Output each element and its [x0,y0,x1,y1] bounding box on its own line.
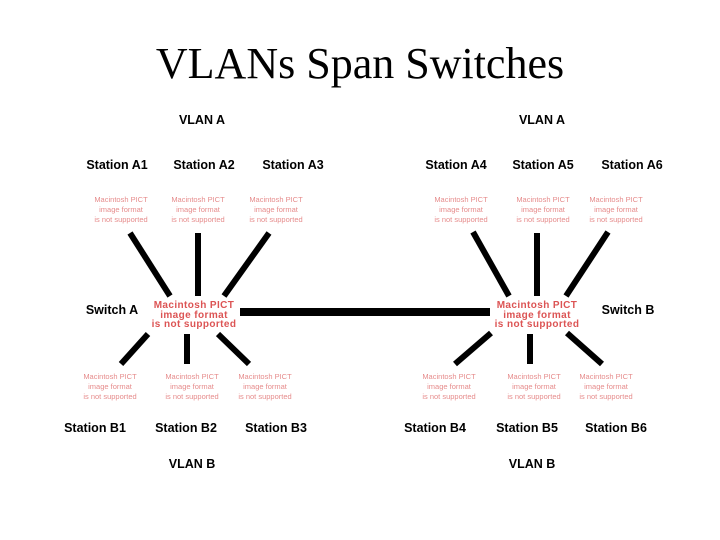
station-b2-label: Station B2 [155,421,217,435]
station-a6-label: Station A6 [601,158,663,172]
pict-placeholder-switch-b: Macintosh PICT image format is not suppo… [494,300,580,330]
station-b6-label: Station B6 [585,421,647,435]
vlan-a-label-left: VLAN A [178,113,226,127]
pict-placeholder-station-b5: Macintosh PICT image format is not suppo… [507,372,561,401]
station-b1-label: Station B1 [64,421,126,435]
pict-placeholder-station-b6: Macintosh PICT image format is not suppo… [579,372,633,401]
station-a2-label: Station A2 [173,158,235,172]
station-b4-label: Station B4 [404,421,466,435]
trunk-link-switch-a-switch-b [240,308,490,316]
pict-placeholder-station-a5: Macintosh PICT image format is not suppo… [516,195,570,224]
link-switch-a-station-b3 [215,331,252,367]
pict-placeholder-station-a2: Macintosh PICT image format is not suppo… [171,195,225,224]
station-b3-label: Station B3 [245,421,307,435]
pict-placeholder-station-b4: Macintosh PICT image format is not suppo… [422,372,476,401]
pict-placeholder-station-b1: Macintosh PICT image format is not suppo… [83,372,137,401]
pict-placeholder-station-b3: Macintosh PICT image format is not suppo… [238,372,292,401]
pict-placeholder-station-a1: Macintosh PICT image format is not suppo… [94,195,148,224]
pict-placeholder-station-a4: Macintosh PICT image format is not suppo… [434,195,488,224]
link-station-a6-switch-b [563,230,611,298]
vlan-b-label-left: VLAN B [168,457,216,471]
vlan-b-label-right: VLAN B [508,457,556,471]
link-switch-a-station-b1 [118,331,151,367]
station-a5-label: Station A5 [512,158,574,172]
station-a1-label: Station A1 [86,158,148,172]
link-switch-b-station-b6 [565,330,604,367]
pict-placeholder-station-a6: Macintosh PICT image format is not suppo… [589,195,643,224]
pict-placeholder-switch-a: Macintosh PICT image format is not suppo… [151,300,237,330]
station-a4-label: Station A4 [425,158,487,172]
station-a3-label: Station A3 [262,158,324,172]
vlan-a-label-right: VLAN A [518,113,566,127]
link-station-a3-switch-a [221,231,272,298]
slide-title: VLANs Span Switches [155,39,565,88]
pict-placeholder-station-a3: Macintosh PICT image format is not suppo… [249,195,303,224]
switch-a-label: Switch A [85,303,139,317]
station-b5-label: Station B5 [496,421,558,435]
link-station-a4-switch-b [470,230,512,298]
switch-b-label: Switch B [601,303,655,317]
link-switch-b-station-b4 [453,330,493,367]
pict-placeholder-station-b2: Macintosh PICT image format is not suppo… [165,372,219,401]
link-station-a1-switch-a [127,231,173,298]
